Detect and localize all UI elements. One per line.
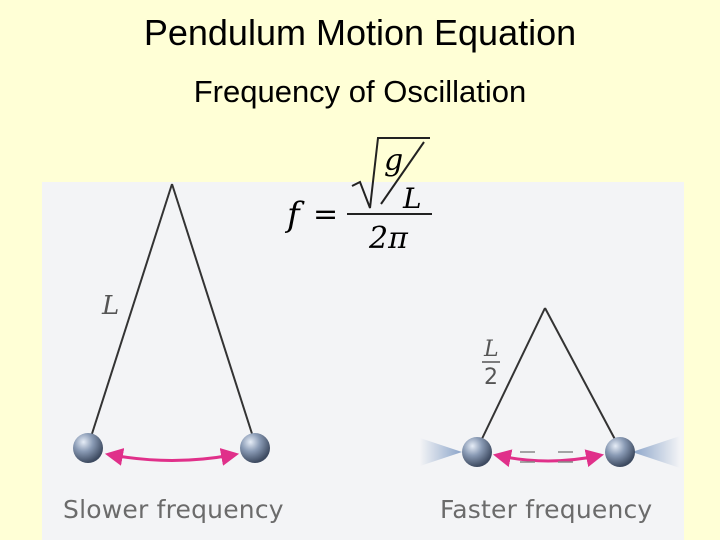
frequency-formula: f = g L 2π xyxy=(284,137,432,256)
left-bob-2 xyxy=(240,433,270,463)
right-length-label-den: 2 xyxy=(484,365,498,390)
sqrt-sign xyxy=(351,137,430,209)
fraction-slash xyxy=(380,141,425,205)
slower-frequency-caption: Slower frequency xyxy=(63,495,284,524)
right-motion-blur-left xyxy=(420,438,462,466)
right-swing-arrow xyxy=(492,449,605,468)
right-pendulum: L 2 xyxy=(420,307,680,468)
formula-numerator-g: g xyxy=(384,143,403,178)
left-bob-1 xyxy=(73,433,103,463)
formula-equals: = xyxy=(313,197,338,232)
left-string-2 xyxy=(171,183,255,441)
formula-numerator-L: L xyxy=(402,182,422,215)
right-bob-2 xyxy=(605,437,635,467)
formula-denominator: 2π xyxy=(368,221,409,256)
right-motion-blur-right xyxy=(632,436,680,468)
right-string-1 xyxy=(478,307,546,446)
left-swing-arrow xyxy=(104,448,240,466)
formula-lhs: f xyxy=(284,195,305,235)
right-bob-1 xyxy=(462,437,492,467)
left-pendulum: L xyxy=(73,183,270,466)
left-string-1 xyxy=(89,183,173,441)
right-length-label-num: L xyxy=(483,337,499,362)
illustration-panel xyxy=(42,182,684,540)
slide-subtitle: Frequency of Oscillation xyxy=(193,74,527,109)
right-string-2 xyxy=(544,307,619,446)
left-length-label: L xyxy=(101,291,119,321)
slide-title: Pendulum Motion Equation xyxy=(143,12,577,53)
faster-frequency-caption: Faster frequency xyxy=(440,495,653,524)
